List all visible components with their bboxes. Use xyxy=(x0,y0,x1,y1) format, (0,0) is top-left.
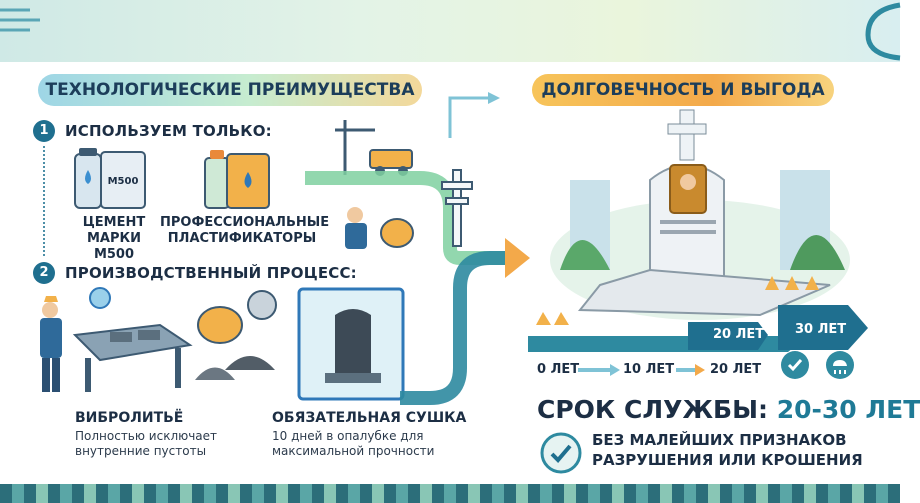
arrow-label-20: 20 ЛЕТ xyxy=(713,327,765,342)
plasticizer-label: ПРОФЕССИОНАЛЬНЫЕ ПЛАСТИФИКАТОРЫ xyxy=(160,215,330,246)
weather-icon xyxy=(826,351,854,379)
step-1-badge: 1 xyxy=(33,120,55,142)
vibrocasting-title: ВИБРОЛИТЬЁ xyxy=(75,410,184,426)
bag-label: M500 xyxy=(108,176,139,187)
guarantee-text: БЕЗ МАЛЕЙШИХ ПРИЗНАКОВ РАЗРУШЕНИЯ ИЛИ КР… xyxy=(592,431,863,469)
step-1-heading: ИСПОЛЬЗУЕМ ТОЛЬКО: xyxy=(65,122,272,140)
axis-label-20: 20 ЛЕТ xyxy=(710,362,762,377)
cross-icon xyxy=(441,169,473,247)
monument-illustration xyxy=(550,109,850,320)
service-life: СРОК СЛУЖБЫ: 20-30 ЛЕТ xyxy=(537,395,920,424)
bottom-ornament-band xyxy=(0,484,900,503)
cement-label: ЦЕМЕНТ МАРКИ М500 xyxy=(82,215,146,262)
plasticizer-icon xyxy=(204,150,270,209)
step-2-badge: 2 xyxy=(33,262,55,284)
drying-formwork-illustration xyxy=(297,287,405,401)
corner-swirl-left xyxy=(0,8,40,32)
shield-check-icon xyxy=(781,351,809,379)
durability-timeline xyxy=(528,305,868,376)
corner-swirl-right xyxy=(865,2,901,61)
axis-label-0: 0 ЛЕТ xyxy=(537,362,580,377)
axis-label-10: 10 ЛЕТ xyxy=(623,362,675,377)
vibrocasting-illustration xyxy=(40,287,277,392)
vibrocasting-text: Полностью исключает внутренние пустоты xyxy=(75,429,218,458)
cement-bags-icon: M500 xyxy=(74,148,146,209)
step-divider-dots xyxy=(43,146,47,256)
flow-arrows xyxy=(305,92,530,405)
check-badge-icon xyxy=(540,432,582,474)
service-life-prefix: СРОК СЛУЖБЫ: xyxy=(537,395,769,424)
right-section-title: ДОЛГОВЕЧНОСТЬ И ВЫГОДА xyxy=(532,74,834,106)
left-section-title: ТЕХНОЛОГИЧЕСКИЕ ПРЕИМУЩЕСТВА xyxy=(38,74,422,106)
arrow-label-30: 30 ЛЕТ xyxy=(795,322,847,337)
drying-title: ОБЯЗАТЕЛЬНАЯ СУШКА xyxy=(272,410,467,426)
step-2-heading: ПРОИЗВОДСТВЕННЫЙ ПРОЦЕСС: xyxy=(65,264,357,282)
drying-text: 10 дней в опалубке для максимальной проч… xyxy=(272,429,435,458)
top-decor-band xyxy=(0,0,900,62)
service-life-value: 20-30 ЛЕТ xyxy=(776,395,920,424)
